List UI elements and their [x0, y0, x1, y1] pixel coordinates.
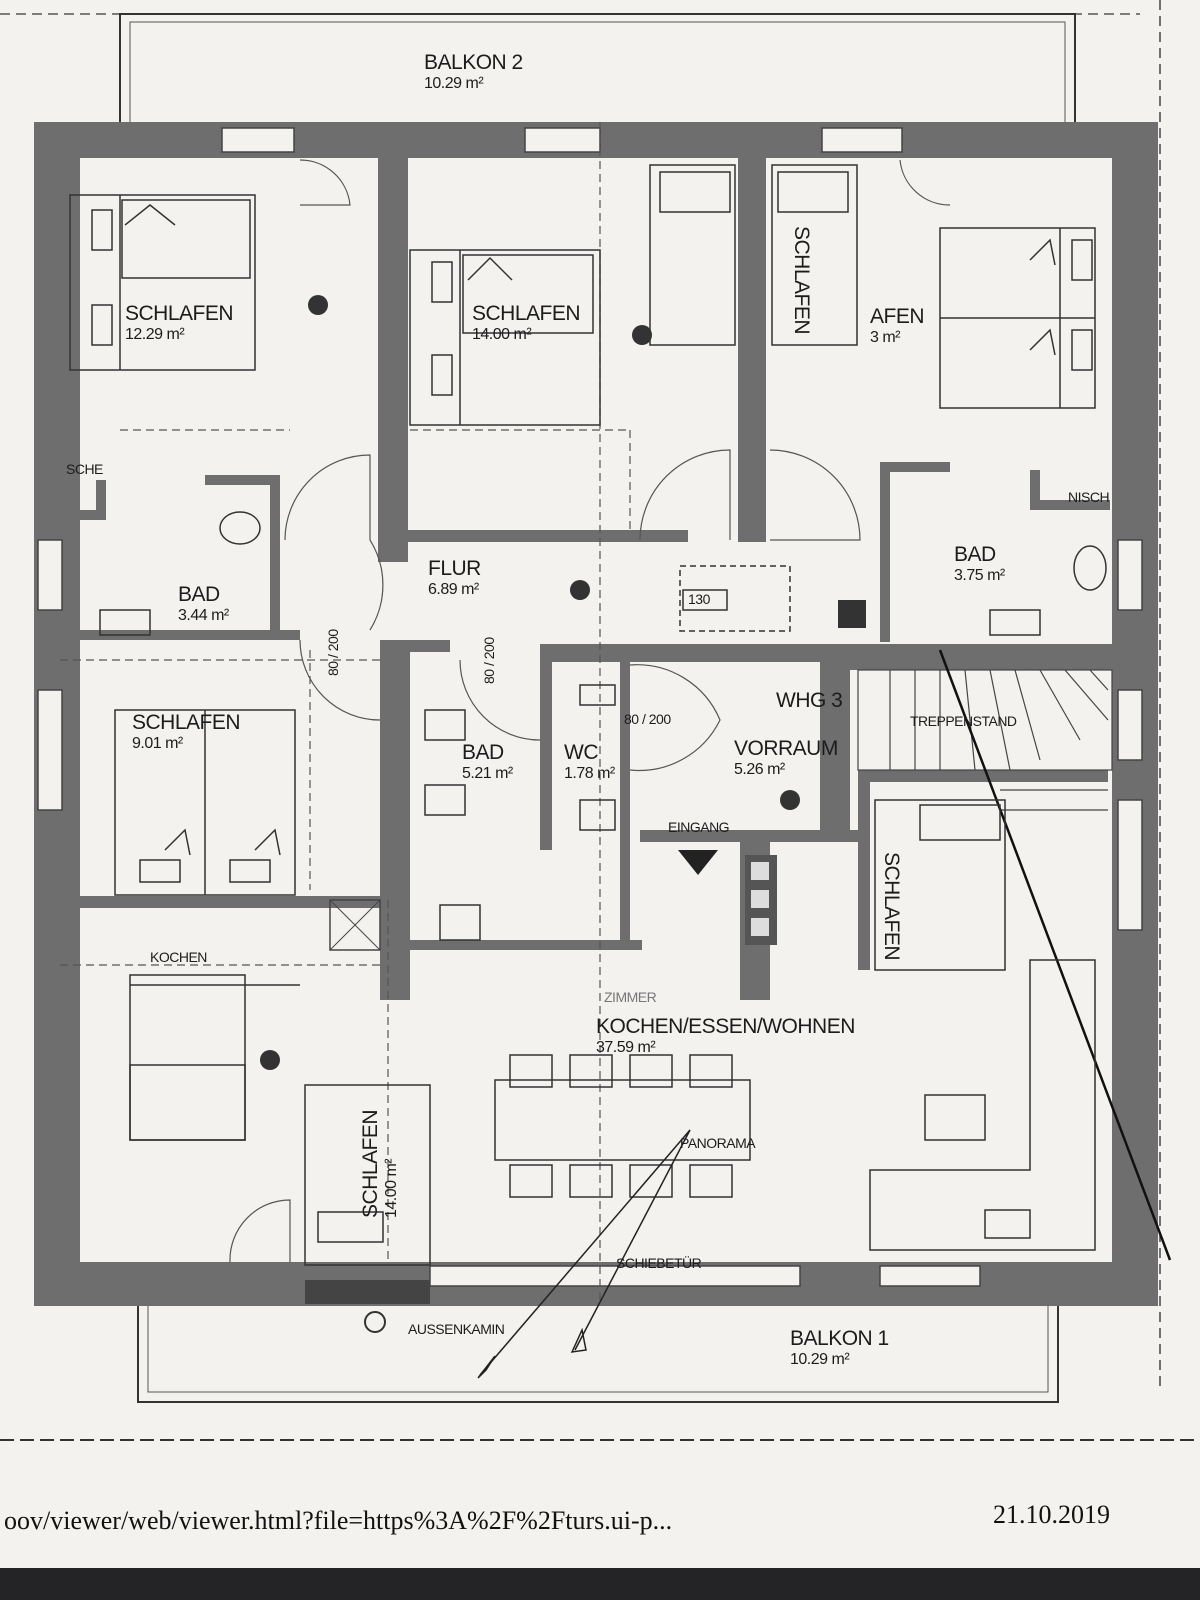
door-dimension-2: 80 / 200 — [481, 637, 497, 684]
room-label-schlafen-1: SCHLAFEN 12.29 m² — [125, 302, 234, 343]
outdoor-fireplace-label: AUSSENKAMIN — [408, 1321, 505, 1337]
door-swings — [229, 159, 951, 1263]
room-label-bad-left: BAD 3.44 m² — [178, 583, 229, 624]
furniture — [69, 164, 1107, 1266]
room-label-kochen-essen-wohnen: KOCHEN/ESSEN/WOHNEN 37.59 m² — [596, 1015, 855, 1056]
room-label-bad-center: BAD 5.21 m² — [462, 741, 513, 782]
desk-surface — [0, 1568, 1200, 1600]
print-footer: oov/viewer/web/viewer.html?file=https%3A… — [0, 1494, 1200, 1554]
balcony-bottom — [137, 1299, 1059, 1403]
windows — [37, 127, 1143, 1287]
room-label-nische: NISCH — [1068, 489, 1110, 505]
counter-label: 130 — [688, 591, 710, 607]
room-label-schlafen-4: AFEN 3 m² — [870, 305, 925, 346]
room-label-schlafen-2: SCHLAFEN 14.00 m² — [472, 302, 581, 343]
kitchen-label: KOCHEN — [150, 949, 207, 965]
room-label-bad-right: BAD 3.75 m² — [954, 543, 1005, 584]
room-label-schlafen-6: SCHLAFEN — [880, 852, 903, 961]
floor-plan-drawing — [0, 0, 1200, 1441]
balcony-top — [119, 13, 1076, 127]
room-label-vorraum: VORRAUM 5.26 m² — [734, 737, 838, 778]
door-dimension-1: 80 / 200 — [325, 629, 341, 676]
room-label-balkon-1: BALKON 1 10.29 m² — [790, 1327, 889, 1368]
room-label-flur: FLUR 6.89 m² — [428, 557, 481, 598]
entrance-label: EINGANG — [668, 819, 730, 835]
outdoor-fireplace — [364, 1311, 386, 1333]
ceiling-lamps — [260, 295, 800, 1070]
room-label-balkon-2: BALKON 2 10.29 m² — [424, 51, 523, 92]
room-label-schlafen-3: SCHLAFEN — [790, 226, 813, 335]
footer-date: 21.10.2019 — [993, 1500, 1110, 1529]
room-label-schlafen-7: SCHLAFEN 14.00 m² — [359, 1109, 400, 1218]
room-label-schlafen-5: SCHLAFEN 9.01 m² — [132, 711, 241, 752]
room-label-zimmer: ZIMMER — [604, 989, 657, 1005]
entrance-arrow — [678, 850, 718, 875]
door-dimension-3: 80 / 200 — [624, 711, 671, 727]
footer-url: oov/viewer/web/viewer.html?file=https%3A… — [4, 1506, 673, 1535]
room-label-wc: WC 1.78 m² — [564, 741, 615, 782]
staircase — [857, 649, 1172, 1261]
stair-label: TREPPENSTAND — [910, 713, 1017, 729]
panorama-label: PANORAMA — [680, 1135, 756, 1151]
sliding-door-label: SCHIEBETÜR — [616, 1255, 702, 1271]
shaft — [329, 899, 381, 951]
riser — [745, 600, 866, 945]
room-label-dusche: SCHE — [66, 461, 103, 477]
panorama-arrows — [477, 1129, 691, 1379]
unit-label: WHG 3 — [776, 689, 843, 712]
